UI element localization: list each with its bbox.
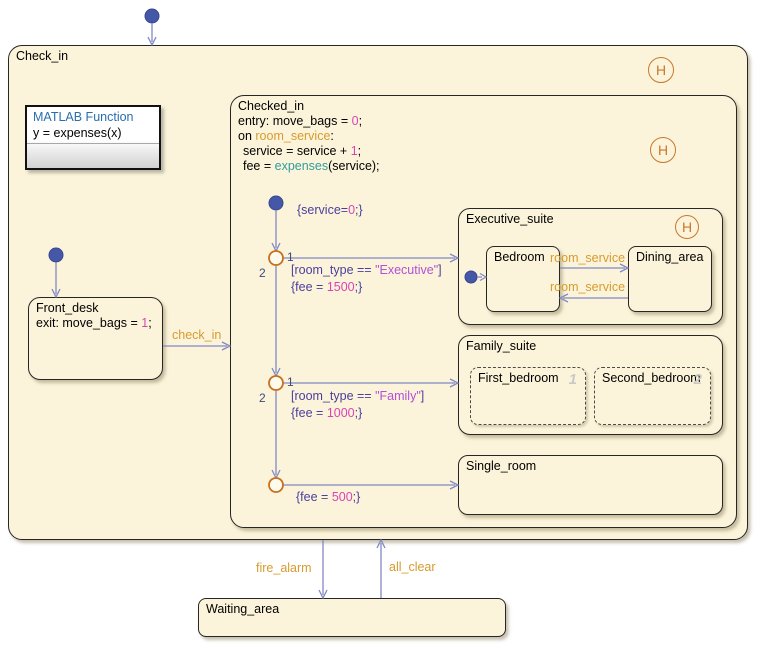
- parallel-order-badge: 2: [693, 371, 702, 388]
- state-checked-in-title: Checked_in: [238, 99, 305, 113]
- state-family-suite-title: Family_suite: [466, 339, 537, 353]
- history-letter: H: [681, 219, 693, 235]
- label-room-service-to-bedroom[interactable]: room_service: [550, 280, 626, 294]
- matlab-function-header: MATLAB Function: [33, 110, 134, 124]
- label-fire-alarm-event[interactable]: fire_alarm: [256, 561, 312, 575]
- state-single-room[interactable]: Single_room: [458, 455, 723, 515]
- parallel-order-badge: 1: [568, 371, 577, 388]
- state-executive-suite-title: Executive_suite: [466, 212, 554, 226]
- label-init-action[interactable]: {service=0;}: [297, 203, 363, 217]
- label-all-clear-event[interactable]: all_clear: [389, 560, 436, 574]
- state-front-desk-title: Front_desk: [36, 301, 99, 315]
- state-second-bedroom[interactable]: Second_bedroom 2: [594, 367, 711, 425]
- state-single-room-title: Single_room: [466, 459, 537, 473]
- history-letter: H: [657, 142, 669, 158]
- state-waiting-area-title: Waiting_area: [206, 602, 280, 616]
- history-letter: H: [655, 62, 667, 78]
- state-bedroom-title: Bedroom: [494, 250, 545, 264]
- junction1-port-1: 1: [287, 250, 294, 264]
- state-front-desk[interactable]: Front_desk exit: move_bags = 1;: [28, 297, 163, 380]
- arrowhead-down: [147, 36, 157, 47]
- state-first-bedroom-title: First_bedroom: [478, 371, 559, 385]
- matlab-function-block[interactable]: MATLAB Function y = expenses(x): [25, 105, 161, 170]
- matlab-function-signature: y = expenses(x): [27, 124, 159, 144]
- state-dining-area-title: Dining_area: [636, 250, 704, 264]
- junction1-port-2: 2: [259, 266, 266, 280]
- label-single-action[interactable]: {fee = 500;}: [296, 490, 361, 504]
- label-room-service-to-dining[interactable]: room_service: [550, 251, 626, 265]
- checked-in-entry-action: entry: move_bags = 0;: [238, 114, 363, 128]
- state-second-bedroom-title: Second_bedroom: [602, 371, 701, 385]
- checked-in-fee-action: fee = expenses(service);: [243, 159, 380, 173]
- state-waiting-area[interactable]: Waiting_area: [198, 598, 506, 637]
- state-check-in-title: Check_in: [16, 49, 69, 63]
- checked-in-on-event: on room_service:: [238, 129, 334, 143]
- label-executive-condition[interactable]: [room_type == "Executive"] {fee = 1500;}: [291, 263, 442, 294]
- label-check-in-event[interactable]: check_in: [172, 328, 222, 342]
- state-dining-area[interactable]: Dining_area: [628, 246, 712, 312]
- arrowhead-down: [318, 589, 328, 600]
- history-junction-icon[interactable]: H: [650, 137, 676, 163]
- state-bedroom[interactable]: Bedroom: [486, 246, 560, 312]
- junction2-port-1: 1: [287, 375, 294, 389]
- junction2-port-2: 2: [259, 391, 266, 405]
- default-transition-dot[interactable]: [144, 8, 160, 24]
- history-junction-icon[interactable]: H: [648, 57, 674, 83]
- front-desk-exit-action: exit: move_bags = 1;: [36, 316, 152, 330]
- arrowhead-up: [376, 538, 386, 549]
- state-first-bedroom[interactable]: First_bedroom 1: [470, 367, 586, 425]
- checked-in-service-action: service = service + 1;: [243, 144, 362, 158]
- history-junction-icon[interactable]: H: [675, 215, 699, 239]
- label-family-condition[interactable]: [room_type == "Family"] {fee = 1000;}: [291, 389, 425, 420]
